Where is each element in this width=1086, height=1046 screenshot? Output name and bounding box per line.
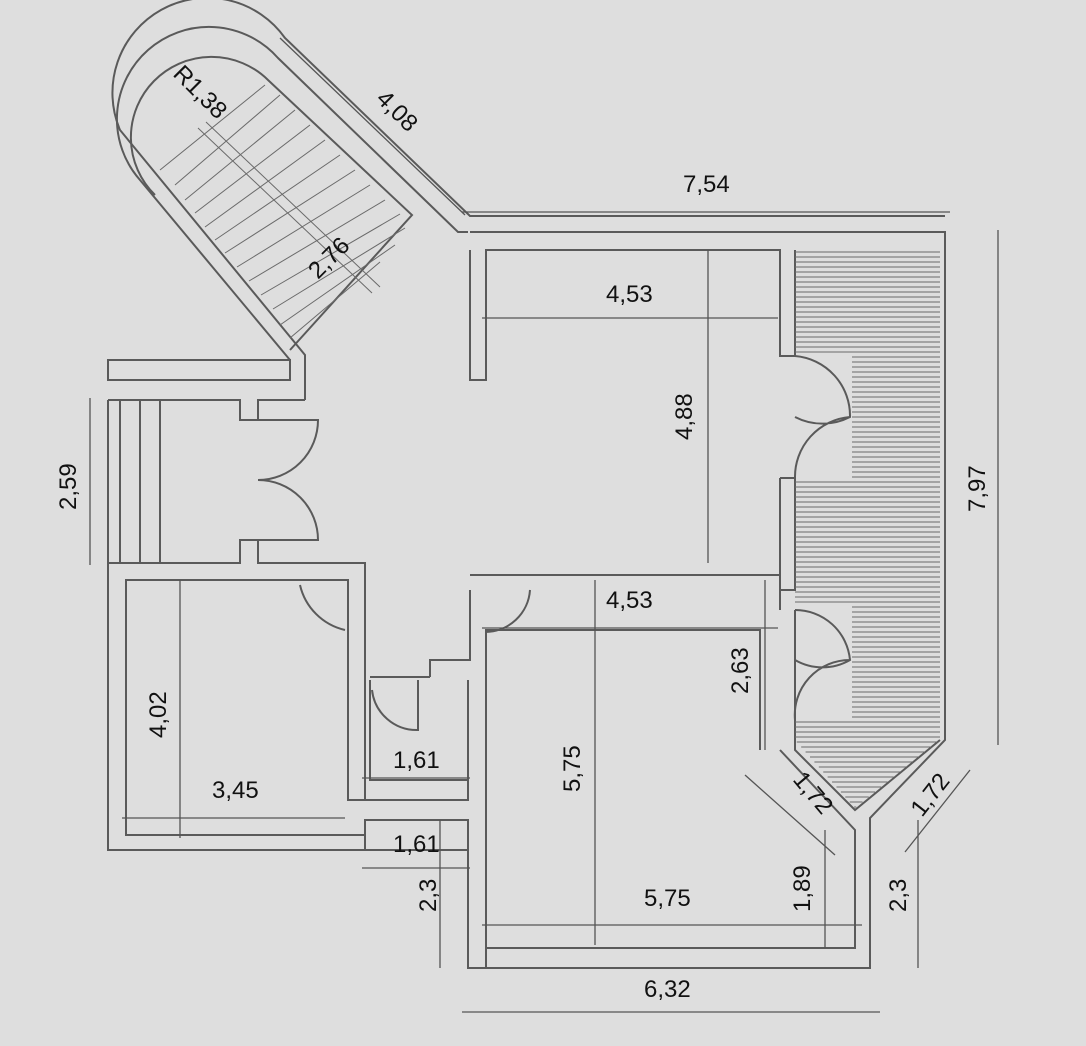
dim-left-room-width: 3,45 — [212, 777, 259, 804]
dim-right-overall: 7,97 — [964, 465, 991, 512]
dim-stair-outer: 4,08 — [371, 85, 423, 137]
dim-room-top-width: 4,53 — [606, 281, 653, 308]
stair-tower — [107, 0, 945, 400]
dim-diagonal-inner: 1,72 — [787, 767, 838, 820]
dim-top-overall: 7,54 — [683, 171, 730, 198]
terrace-hatching — [795, 251, 940, 808]
dim-room-top-height: 4,88 — [671, 393, 698, 440]
dim-entrance-height: 2,59 — [55, 463, 82, 510]
dim-left-bottom-height: 2,3 — [415, 879, 442, 912]
dim-terrace-door: 2,63 — [727, 647, 754, 694]
dim-left-room-height: 4,02 — [145, 691, 172, 738]
dim-bottom-overall: 6,32 — [644, 976, 691, 1003]
dim-small-room-width-1: 1,61 — [393, 747, 440, 774]
dim-room-bottom-height: 5,75 — [559, 745, 586, 792]
stair-treads — [159, 84, 406, 339]
dimension-lines — [89, 37, 999, 1013]
dim-stair-run: 2,76 — [303, 232, 355, 284]
dim-stair-radius: R1,38 — [168, 60, 232, 124]
doors — [257, 355, 852, 732]
dim-room-bottom-top-width: 4,53 — [606, 587, 653, 614]
dim-right-bottom-height: 2,3 — [885, 879, 912, 912]
dim-right-small-height: 1,89 — [789, 865, 816, 912]
dim-diagonal-outer: 1,72 — [905, 768, 955, 821]
walls — [107, 231, 946, 969]
dim-small-room-width-2: 1,61 — [393, 831, 440, 858]
dim-room-bottom-width: 5,75 — [644, 885, 691, 912]
